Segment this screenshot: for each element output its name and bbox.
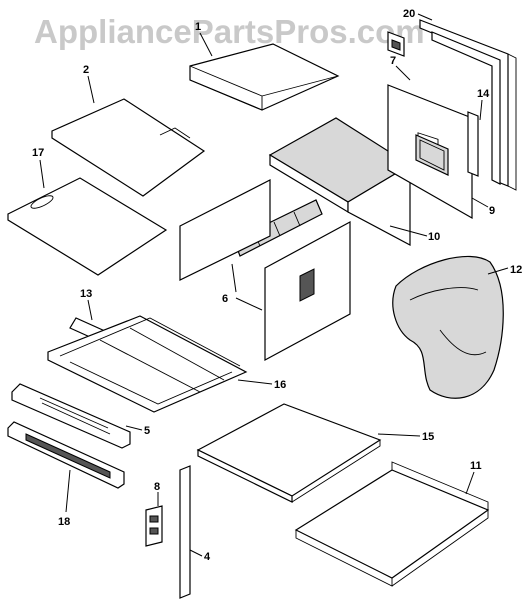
callout-15: 15 <box>422 431 434 443</box>
callout-17: 17 <box>32 147 44 159</box>
part-2-panel <box>51 98 206 197</box>
part-9-rear-panel <box>387 84 473 220</box>
part-18-kick-panel <box>7 421 125 489</box>
part-10-oven-cavity <box>268 117 412 246</box>
callout-16: 16 <box>274 379 286 391</box>
part-14-side-strip <box>467 111 479 177</box>
part-6-side-panels <box>179 179 351 362</box>
watermark-text: AppliancePartsPros.com <box>34 13 425 50</box>
callout-10: 10 <box>428 231 440 243</box>
callout-4: 4 <box>204 551 211 563</box>
callout-9: 9 <box>489 205 495 217</box>
part-11-drawer-tray <box>294 461 490 587</box>
part-1-top-panel <box>189 43 340 111</box>
callout-13: 13 <box>80 288 92 300</box>
callout-2: 2 <box>83 64 89 76</box>
part-5-vent-grille <box>11 383 131 449</box>
callout-1: 1 <box>195 21 201 33</box>
part-17-panel <box>7 177 168 276</box>
part-20-rear-housing <box>419 19 517 191</box>
callout-12: 12 <box>510 264 522 276</box>
callout-20: 20 <box>403 8 415 20</box>
callout-8: 8 <box>154 481 160 493</box>
part-4-vertical-trim <box>179 465 191 599</box>
callout-5: 5 <box>144 425 150 437</box>
part-15-floor-panel <box>196 403 382 503</box>
part-16-bottom-frame <box>47 315 248 413</box>
part-8-bracket <box>145 505 163 547</box>
callout-11: 11 <box>470 460 482 472</box>
part-12-insulation <box>392 255 504 399</box>
callout-14: 14 <box>477 88 490 100</box>
callout-18: 18 <box>58 516 70 528</box>
callout-7: 7 <box>390 55 396 67</box>
callout-6: 6 <box>222 293 228 305</box>
part-7-clips <box>387 31 405 57</box>
